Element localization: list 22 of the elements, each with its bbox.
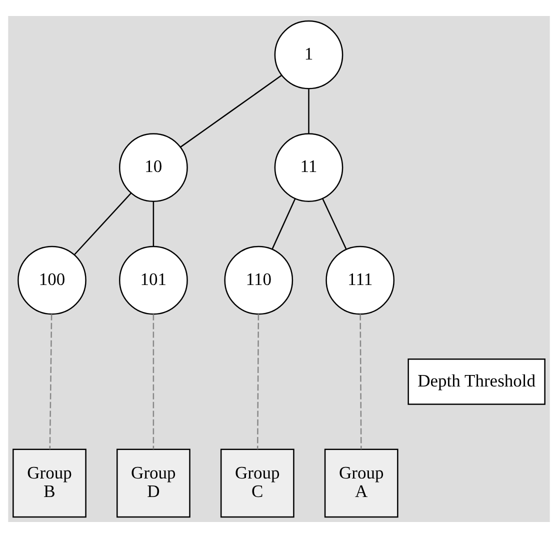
connector — [180, 74, 282, 147]
connector — [256, 314, 260, 449]
node-box: Group B — [12, 448, 86, 518]
node-box: Group C — [220, 448, 294, 518]
connector — [74, 192, 132, 255]
node-box: Depth Threshold — [408, 358, 546, 404]
node-circle: 1 — [274, 20, 344, 89]
connector — [308, 88, 310, 134]
node-circle: 10 — [119, 132, 188, 202]
connector — [152, 201, 154, 246]
node-circle: 101 — [119, 245, 188, 314]
node-circle: 100 — [18, 245, 86, 314]
connector — [152, 314, 154, 449]
connector — [272, 198, 296, 249]
node-circle: 110 — [224, 245, 294, 314]
connector — [49, 314, 52, 449]
node-circle: 11 — [274, 132, 344, 202]
node-circle: 111 — [326, 245, 395, 314]
connector — [360, 314, 362, 449]
connector — [322, 198, 347, 250]
node-box: Group D — [116, 448, 190, 518]
node-box: Group A — [324, 448, 398, 518]
